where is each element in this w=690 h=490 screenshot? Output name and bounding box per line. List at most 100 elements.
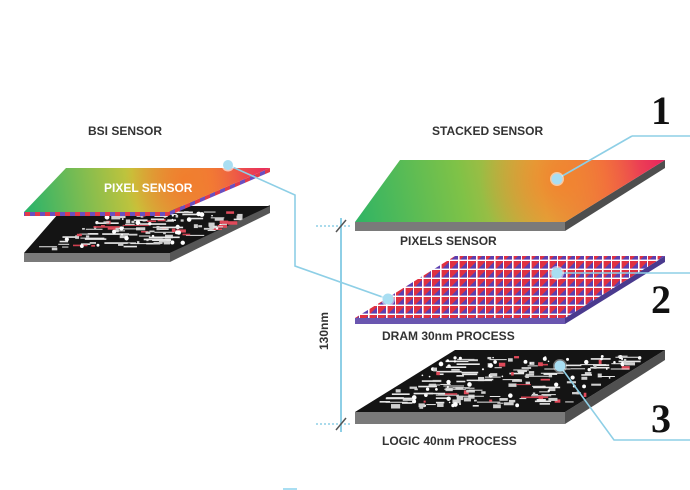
circuit-via [124,236,129,241]
circuit-via [170,240,175,245]
circuit-via [613,360,616,364]
circuit-component [203,227,210,230]
dram-label: DRAM 30nm PROCESS [382,329,515,343]
circuit-component [395,389,401,393]
circuit-component [538,362,543,367]
circuit-component [390,404,401,409]
circuit-component [125,219,131,224]
circuit-component [437,403,444,407]
circuit-component [145,231,151,234]
height-label: 130nm [317,312,331,350]
height-dimension [316,218,350,432]
circuit-component [481,391,486,394]
circuit-component [623,362,632,365]
circuit-component [226,211,235,214]
dot-2-core [551,267,563,279]
circuit-component [211,228,215,230]
circuit-via [501,375,504,378]
circuit-component [163,240,171,245]
circuit-via [621,357,624,361]
circuit-via [135,220,141,226]
circuit-component [474,399,477,402]
bsi-sensor-title: BSI SENSOR [88,124,162,138]
circuit-component [171,228,176,233]
circuit-via [148,222,152,226]
circuit-via [515,403,520,408]
circuit-via [587,367,591,372]
circuit-via [467,382,472,387]
bsi-pixel-layer [24,168,270,216]
circuit-component [107,227,116,230]
dot-dram-left-core [382,293,394,305]
circuit-via [446,396,451,401]
circuit-component [237,213,243,217]
circuit-component [75,235,80,239]
circuit-component [525,373,535,376]
circuit-via [80,244,84,248]
circuit-via [112,229,117,234]
circuit-component [433,367,438,372]
circuit-component [409,386,417,389]
circuit-via [121,218,124,220]
bsi-pixel-label: PIXEL SENSOR [104,181,193,195]
circuit-component [175,214,179,218]
circuit-via [411,395,417,400]
circuit-component [503,402,514,406]
circuit-component [548,373,553,378]
circuit-component [208,222,215,227]
circuit-component [119,235,128,239]
bottom-mark [283,488,297,490]
circuit-component [456,395,464,401]
layer-number-2: 2 [651,277,671,322]
circuit-component [158,240,167,243]
circuit-via [446,359,450,362]
circuit-component [157,218,166,222]
circuit-component [193,224,198,229]
circuit-component [156,225,160,231]
circuit-via [566,357,570,361]
callout-line-3 [559,365,690,441]
circuit-component [128,233,138,236]
circuit-component [498,362,506,367]
circuit-component [583,392,587,397]
layer-number-1: 1 [651,88,671,133]
circuit-via [199,212,204,217]
circuit-component [436,371,440,376]
circuit-component [598,359,602,365]
circuit-via [508,393,513,398]
circuit-via [452,402,458,407]
circuit-via [428,375,431,378]
circuit-via [620,362,625,367]
circuit-component [507,358,513,362]
circuit-component [525,374,529,379]
circuit-component [489,399,493,402]
circuit-component [511,372,514,376]
logic-label: LOGIC 40nm PROCESS [382,434,517,448]
circuit-component [538,395,544,400]
circuit-component [414,388,418,391]
callout-line-1 [556,135,633,180]
circuit-component [525,381,531,385]
circuit-component [149,230,155,233]
circuit-component [113,228,119,233]
circuit-via [570,375,575,380]
circuit-via [605,368,608,370]
circuit-component [209,225,217,231]
circuit-component [423,400,426,403]
circuit-via [481,368,485,371]
circuit-component [131,220,135,224]
circuit-via [446,379,451,385]
circuit-via [600,357,603,361]
circuit-component [214,218,224,221]
circuit-component [593,365,597,369]
circuit-via [600,354,604,358]
circuit-component [514,356,520,359]
pixels-sensor-label: PIXELS SENSOR [400,234,497,248]
circuit-via [493,360,497,364]
circuit-component [452,399,461,404]
circuit-component [198,225,203,228]
circuit-component [529,361,535,365]
circuit-component [111,215,121,220]
circuit-via [119,226,124,231]
circuit-component [581,376,588,380]
